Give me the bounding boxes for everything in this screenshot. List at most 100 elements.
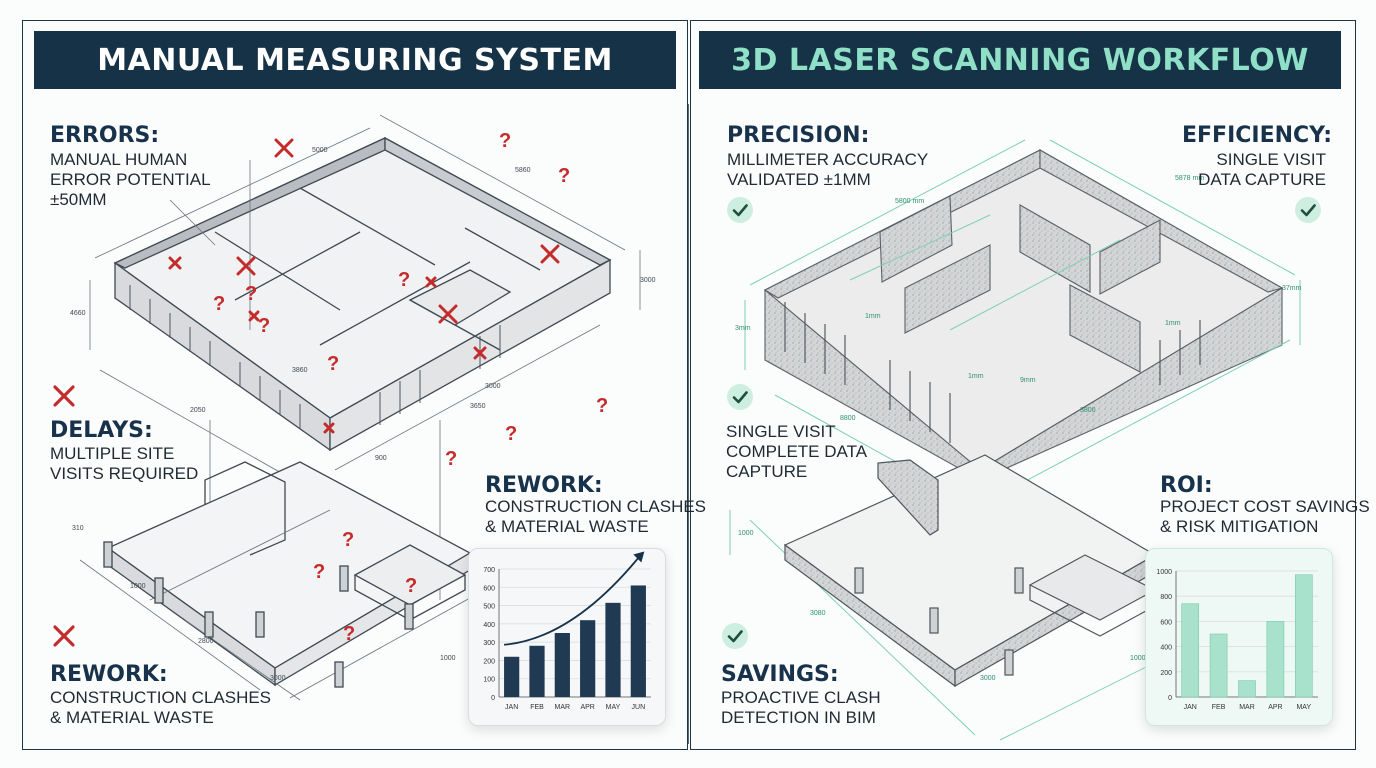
x-tick-label: MAR — [1239, 704, 1255, 711]
y-tick-label: 0 — [491, 695, 495, 702]
y-tick-label: 1000 — [1156, 569, 1172, 576]
svg-text:3000: 3000 — [485, 383, 501, 390]
roi-text: PROJECT COST SAVINGS & RISK MITIGATION — [1160, 497, 1370, 536]
x-mark-icon — [53, 385, 75, 407]
bar — [630, 585, 646, 697]
y-tick-label: 400 — [483, 622, 495, 629]
svg-text:1000: 1000 — [1130, 655, 1146, 662]
bar — [1238, 680, 1256, 698]
bar — [554, 633, 570, 697]
bar — [529, 645, 545, 697]
svg-text:3860: 3860 — [292, 367, 308, 374]
bar — [1266, 621, 1285, 698]
y-tick-label: 100 — [483, 677, 495, 684]
right-panel-title: 3D LASER SCANNING WORKFLOW — [699, 31, 1341, 89]
svg-text:310: 310 — [72, 525, 84, 532]
left-panel-frame — [22, 20, 688, 750]
svg-text:37mm: 37mm — [1282, 285, 1302, 292]
rework-heading-bottom: REWORK: — [50, 662, 168, 687]
svg-text:1000: 1000 — [130, 583, 146, 590]
check-icon — [722, 623, 748, 649]
svg-text:900: 900 — [375, 455, 387, 462]
svg-text:?: ? — [245, 283, 257, 305]
svg-text:?: ? — [558, 165, 570, 187]
svg-text:1mm: 1mm — [1165, 320, 1181, 327]
svg-text:1000: 1000 — [440, 655, 456, 662]
svg-text:?: ? — [505, 423, 517, 445]
panel-divider — [688, 104, 689, 744]
precision-heading: PRECISION: — [727, 123, 870, 148]
svg-text:5878 mm: 5878 mm — [1175, 175, 1204, 182]
svg-text:3080: 3080 — [810, 610, 826, 617]
savings-text: PROACTIVE CLASH DETECTION IN BIM — [721, 688, 881, 727]
svg-text:?: ? — [398, 269, 410, 291]
y-tick-label: 500 — [483, 604, 495, 611]
delays-heading: DELAYS: — [50, 418, 153, 443]
precision-text: MILLIMETER ACCURACY VALIDATED ±1mm — [727, 150, 929, 189]
savings-heading: SAVINGS: — [721, 662, 839, 687]
x-tick-label: JAN — [505, 704, 518, 711]
svg-text:?: ? — [499, 130, 511, 152]
svg-text:3000: 3000 — [980, 675, 996, 682]
efficiency-text: SINGLE VISIT DATA CAPTURE — [1198, 150, 1326, 189]
svg-text:3800: 3800 — [1080, 407, 1096, 414]
y-tick-label: 700 — [483, 567, 495, 574]
y-tick-label: 400 — [1160, 645, 1172, 652]
svg-text:9mm: 9mm — [1020, 377, 1036, 384]
svg-text:5000: 5000 — [312, 147, 328, 154]
bar — [504, 656, 520, 697]
x-mark-icon — [53, 625, 75, 647]
x-tick-label: MAY — [1296, 704, 1311, 711]
x-tick-label: MAR — [555, 704, 571, 711]
bar — [605, 602, 621, 697]
bar — [580, 620, 596, 697]
svg-text:1mm: 1mm — [865, 313, 881, 320]
svg-text:?: ? — [596, 395, 608, 417]
x-tick-label: APR — [1268, 704, 1282, 711]
y-tick-label: 200 — [1160, 670, 1172, 677]
y-tick-label: 300 — [483, 640, 495, 647]
rework-text-bottom: CONSTRUCTION CLASHES & MATERIAL WASTE — [50, 688, 272, 727]
svg-text:3mm: 3mm — [735, 325, 751, 332]
y-tick-label: 200 — [483, 658, 495, 665]
errors-heading: ERRORS: — [50, 123, 160, 148]
roi-heading: ROI: — [1160, 473, 1213, 498]
check-icon — [727, 384, 753, 410]
svg-text:1mm: 1mm — [968, 373, 984, 380]
svg-text:?: ? — [213, 293, 225, 315]
y-tick-label: 0 — [1168, 695, 1172, 702]
single-visit-text: SINGLE VISIT COMPLETE DATA CAPTURE — [726, 422, 868, 481]
delays-text: MULTIPLE SITE VISITS REQUIRED — [50, 444, 199, 483]
svg-text:?: ? — [342, 529, 354, 551]
svg-text:3650: 3650 — [470, 403, 486, 410]
bar — [1294, 574, 1313, 698]
bar — [1181, 603, 1200, 698]
y-tick-label: 800 — [1160, 594, 1172, 601]
x-tick-label: FEB — [1212, 704, 1226, 711]
bar — [1209, 633, 1228, 698]
svg-text:?: ? — [405, 575, 417, 597]
svg-text:5860: 5860 — [515, 167, 531, 174]
svg-text:?: ? — [313, 561, 325, 583]
y-tick-label: 600 — [483, 585, 495, 592]
trend-arrow-line — [503, 554, 642, 646]
svg-text:8800: 8800 — [840, 415, 856, 422]
left-panel-title: MANUAL MEASURING SYSTEM — [34, 31, 676, 89]
x-tick-label: APR — [580, 704, 594, 711]
rework-heading-mid: REWORK: — [485, 473, 603, 498]
x-tick-label: JAN — [1184, 704, 1197, 711]
svg-text:2800: 2800 — [198, 638, 214, 645]
trend-arrow-head — [633, 551, 645, 563]
check-icon — [1295, 197, 1321, 223]
rework-text-mid: CONSTRUCTION CLASHES & MATERIAL WASTE — [485, 497, 707, 536]
svg-text:3000: 3000 — [640, 277, 656, 284]
x-tick-label: JUN — [632, 704, 646, 711]
x-tick-label: MAY — [606, 704, 621, 711]
right-panel-frame — [690, 20, 1356, 750]
